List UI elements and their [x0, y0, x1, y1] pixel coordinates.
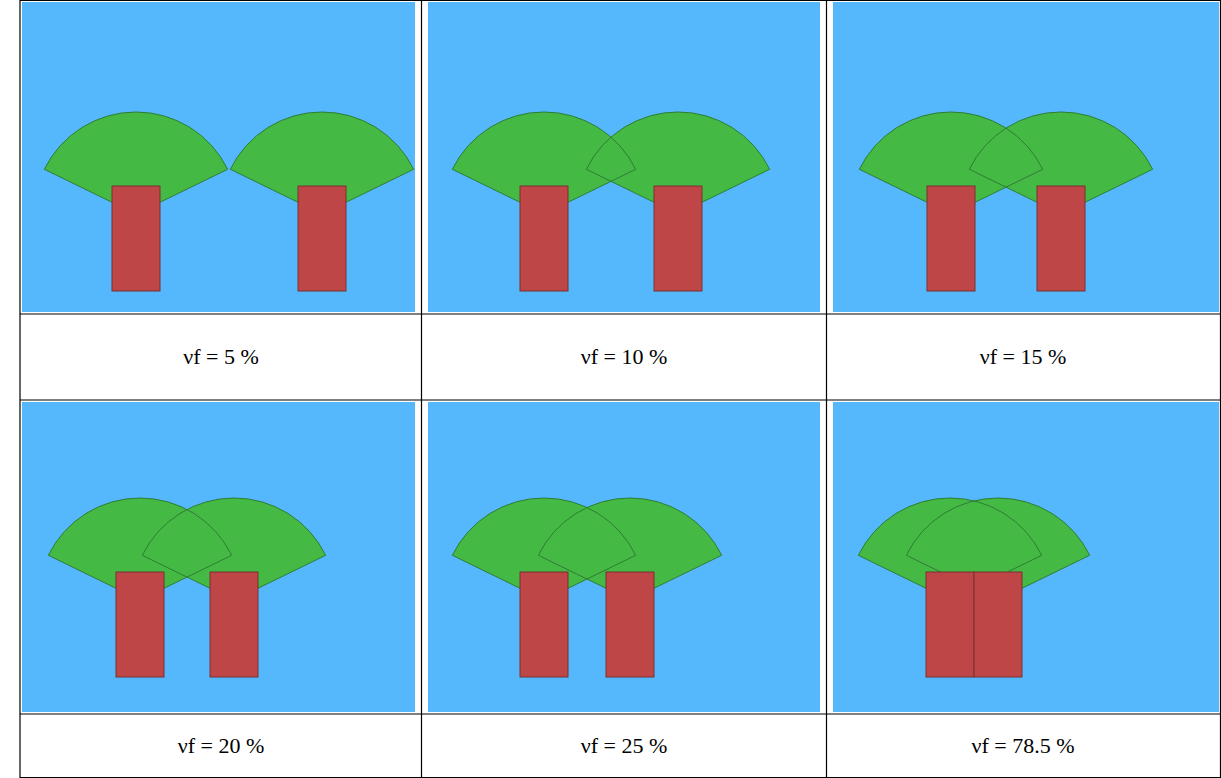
fiber-stem — [606, 572, 654, 677]
fiber-stem — [298, 186, 346, 291]
fiber-stem — [520, 186, 568, 291]
matrix-ground — [22, 2, 415, 312]
fiber-panel — [428, 2, 820, 312]
fiber-stem — [926, 572, 974, 677]
matrix-ground — [22, 402, 415, 712]
table-rule — [1220, 0, 1221, 778]
fiber-panel — [428, 402, 820, 712]
table-rule — [20, 713, 1221, 714]
fraction-label: νf = 78.5 % — [971, 733, 1074, 759]
fiber-stem — [1037, 186, 1085, 291]
fiber-stem — [520, 572, 568, 677]
table-rule — [19, 0, 20, 778]
fiber-stem — [112, 186, 160, 291]
table-rule — [20, 0, 1221, 1]
table-rule — [826, 0, 827, 778]
matrix-ground — [833, 402, 1219, 712]
fraction-label: νf = 20 % — [178, 733, 265, 759]
fiber-stem — [974, 572, 1022, 677]
matrix-ground — [428, 2, 820, 312]
fraction-label: νf = 25 % — [581, 733, 668, 759]
table-rule — [20, 777, 1221, 778]
table-rule — [20, 399, 1221, 400]
fiber-panel — [833, 2, 1219, 312]
fraction-label: νf = 10 % — [581, 344, 668, 370]
table-rule — [421, 0, 422, 778]
fraction-label: νf = 15 % — [980, 344, 1067, 370]
fiber-panel — [833, 402, 1219, 712]
fiber-stem — [654, 186, 702, 291]
fraction-label: νf = 5 % — [183, 344, 259, 370]
fiber-panel — [22, 402, 415, 712]
matrix-ground — [833, 2, 1219, 312]
table-rule — [20, 313, 1221, 314]
matrix-ground — [428, 402, 820, 712]
fiber-stem — [927, 186, 975, 291]
fiber-panel — [22, 2, 415, 312]
fiber-stem — [116, 572, 164, 677]
fiber-stem — [210, 572, 258, 677]
